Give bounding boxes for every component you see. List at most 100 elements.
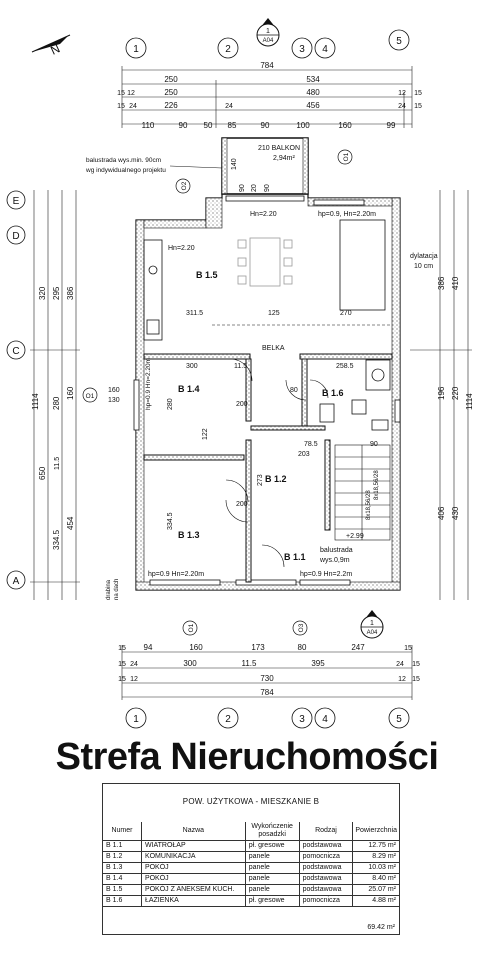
- door-swings: [225, 358, 329, 568]
- axis-bottom-4: 4: [322, 714, 328, 725]
- table-row: B 1.5 POKÓJ Z ANEKSEM KUCH. panele podst…: [103, 884, 399, 896]
- cell-number: B 1.1: [103, 840, 142, 852]
- inner-dim: 273: [257, 474, 264, 486]
- col-header-finish: Wykończenie posadzki: [245, 822, 300, 841]
- floor-plan: N 1 A04 1 2 3 4 5 784 250 534 15 12 250 …: [6, 18, 474, 729]
- cell-finish: panele: [245, 884, 300, 896]
- inner-dim: 78.5: [304, 441, 318, 448]
- area-table: POW. UŻYTKOWA - MIESZKANIE B Numer Nazwa…: [102, 783, 400, 935]
- leader-line: [169, 165, 223, 169]
- belka-label: BELKA: [262, 345, 285, 352]
- table-row: B 1.1 WIATROŁAP pł. gresowe podstawowa 1…: [103, 840, 399, 852]
- balustrade-note-2: wg indywidualnego projektu: [85, 167, 166, 174]
- height-label: hp=0.9, Hn=2.20m: [318, 211, 376, 218]
- top-dim: 110: [142, 121, 155, 130]
- dining-table-icon: [237, 237, 293, 287]
- staircase: [334, 444, 391, 541]
- inner-dim: 122: [202, 428, 209, 440]
- top-dim: 24: [398, 103, 406, 110]
- bottom-dim: 247: [351, 643, 365, 652]
- north-arrow-icon: N: [31, 34, 71, 58]
- inner-dim: 311.5: [186, 310, 203, 317]
- cell-type: podstawowa: [299, 862, 354, 874]
- cell-number: B 1.3: [103, 862, 142, 874]
- table-row: B 1.4 POKÓJ panele podstawowa 8.40 m²: [103, 873, 399, 885]
- cell-type: podstawowa: [299, 873, 354, 885]
- kitchen-counter: [143, 219, 386, 341]
- axis-top-3: 3: [299, 44, 305, 55]
- bottom-dim: 94: [144, 643, 153, 652]
- axis-bottom-1: 1: [133, 714, 139, 725]
- inner-dim: 258.5: [336, 363, 354, 370]
- cell-number: B 1.6: [103, 895, 142, 907]
- cut-label: O1: [343, 152, 350, 161]
- cell-name: ŁAZIENKA: [141, 895, 246, 907]
- cut-marker-left: [82, 387, 98, 403]
- section-num: 1: [266, 28, 270, 35]
- axis-top-1: 1: [133, 44, 139, 55]
- bottom-overall: 784: [260, 688, 274, 697]
- axis-left-e: E: [13, 196, 20, 207]
- cell-area: 8.40 m²: [352, 873, 399, 885]
- cell-area: 25.07 m²: [352, 884, 399, 896]
- bottom-dim: 173: [251, 643, 265, 652]
- top-overall: 784: [260, 61, 274, 70]
- bottom-dimension-lines: [121, 645, 413, 700]
- cell-type: pomocnicza: [299, 895, 354, 907]
- inner-dim: 270: [340, 310, 352, 317]
- table-header-row: Numer Nazwa Wykończenie posadzki Rodzaj …: [103, 822, 399, 841]
- cell-name: POKÓJ: [141, 873, 246, 885]
- left-dim: 320: [38, 286, 47, 300]
- balustrade-note-1: balustrada wys.min. 90cm: [86, 157, 161, 164]
- left-dim: 454: [66, 516, 75, 530]
- top-dim: 15: [414, 103, 422, 110]
- height-label: Hn=2.20: [250, 211, 277, 218]
- balcony-label: 210 BALKON: [258, 145, 300, 152]
- cell-finish: panele: [245, 873, 300, 885]
- room-b12: B 1.2: [265, 474, 287, 484]
- bottom-dim: 15: [118, 661, 126, 668]
- section-ref: A04: [263, 38, 274, 44]
- top-dim: 480: [306, 88, 320, 97]
- left-dim: 130: [108, 397, 120, 404]
- left-dim: 160: [66, 386, 75, 400]
- inner-dim: 80: [290, 387, 298, 394]
- inner-dim: 90: [370, 441, 378, 448]
- top-dim-250: 250: [164, 75, 178, 84]
- cell-finish: pł. gresowe: [245, 895, 300, 907]
- height-label: hp=0.9 Hn=2.2m: [300, 571, 352, 578]
- top-dim: 100: [296, 121, 310, 130]
- left-dim: 334.5: [52, 529, 61, 550]
- cell-area: 4.88 m²: [352, 895, 399, 907]
- right-dim: 386: [437, 276, 446, 290]
- cell-area: 10.03 m²: [352, 862, 399, 874]
- cut-label: O1: [188, 623, 195, 632]
- cell-type: podstawowa: [299, 840, 354, 852]
- cell-name: KOMUNIKACJA: [141, 851, 246, 863]
- balcony-dim: 140: [231, 158, 238, 170]
- inner-dim: 300: [186, 363, 198, 370]
- cell-number: B 1.5: [103, 884, 142, 896]
- top-dim: 456: [306, 101, 320, 110]
- dilatation-1: dylatacja: [410, 253, 438, 260]
- cell-type: podstawowa: [299, 884, 354, 896]
- bottom-dim: 160: [189, 643, 203, 652]
- top-dim: 12: [398, 90, 406, 97]
- level-mark: +2.99: [346, 533, 364, 540]
- room-b15: B 1.5: [196, 270, 218, 280]
- room-b11: B 1.1: [284, 552, 306, 562]
- table-title: POW. UŻYTKOWA - MIESZKANIE B: [182, 797, 320, 806]
- top-dim: 15: [117, 103, 125, 110]
- top-dim: 15: [117, 90, 125, 97]
- right-dim: 220: [451, 386, 460, 400]
- axis-top-2: 2: [225, 44, 231, 55]
- cut-markers-top: [175, 149, 353, 194]
- top-dim: 15: [414, 90, 422, 97]
- left-dim: 280: [52, 396, 61, 410]
- height-label: hp=0.9 Hn=2.20m: [148, 571, 204, 578]
- cut-label: O2: [181, 181, 188, 190]
- dilatation-2: 10 cm: [414, 263, 433, 270]
- bottom-dim: 12: [130, 676, 138, 683]
- interior-walls: [143, 353, 393, 583]
- windows: [133, 195, 401, 586]
